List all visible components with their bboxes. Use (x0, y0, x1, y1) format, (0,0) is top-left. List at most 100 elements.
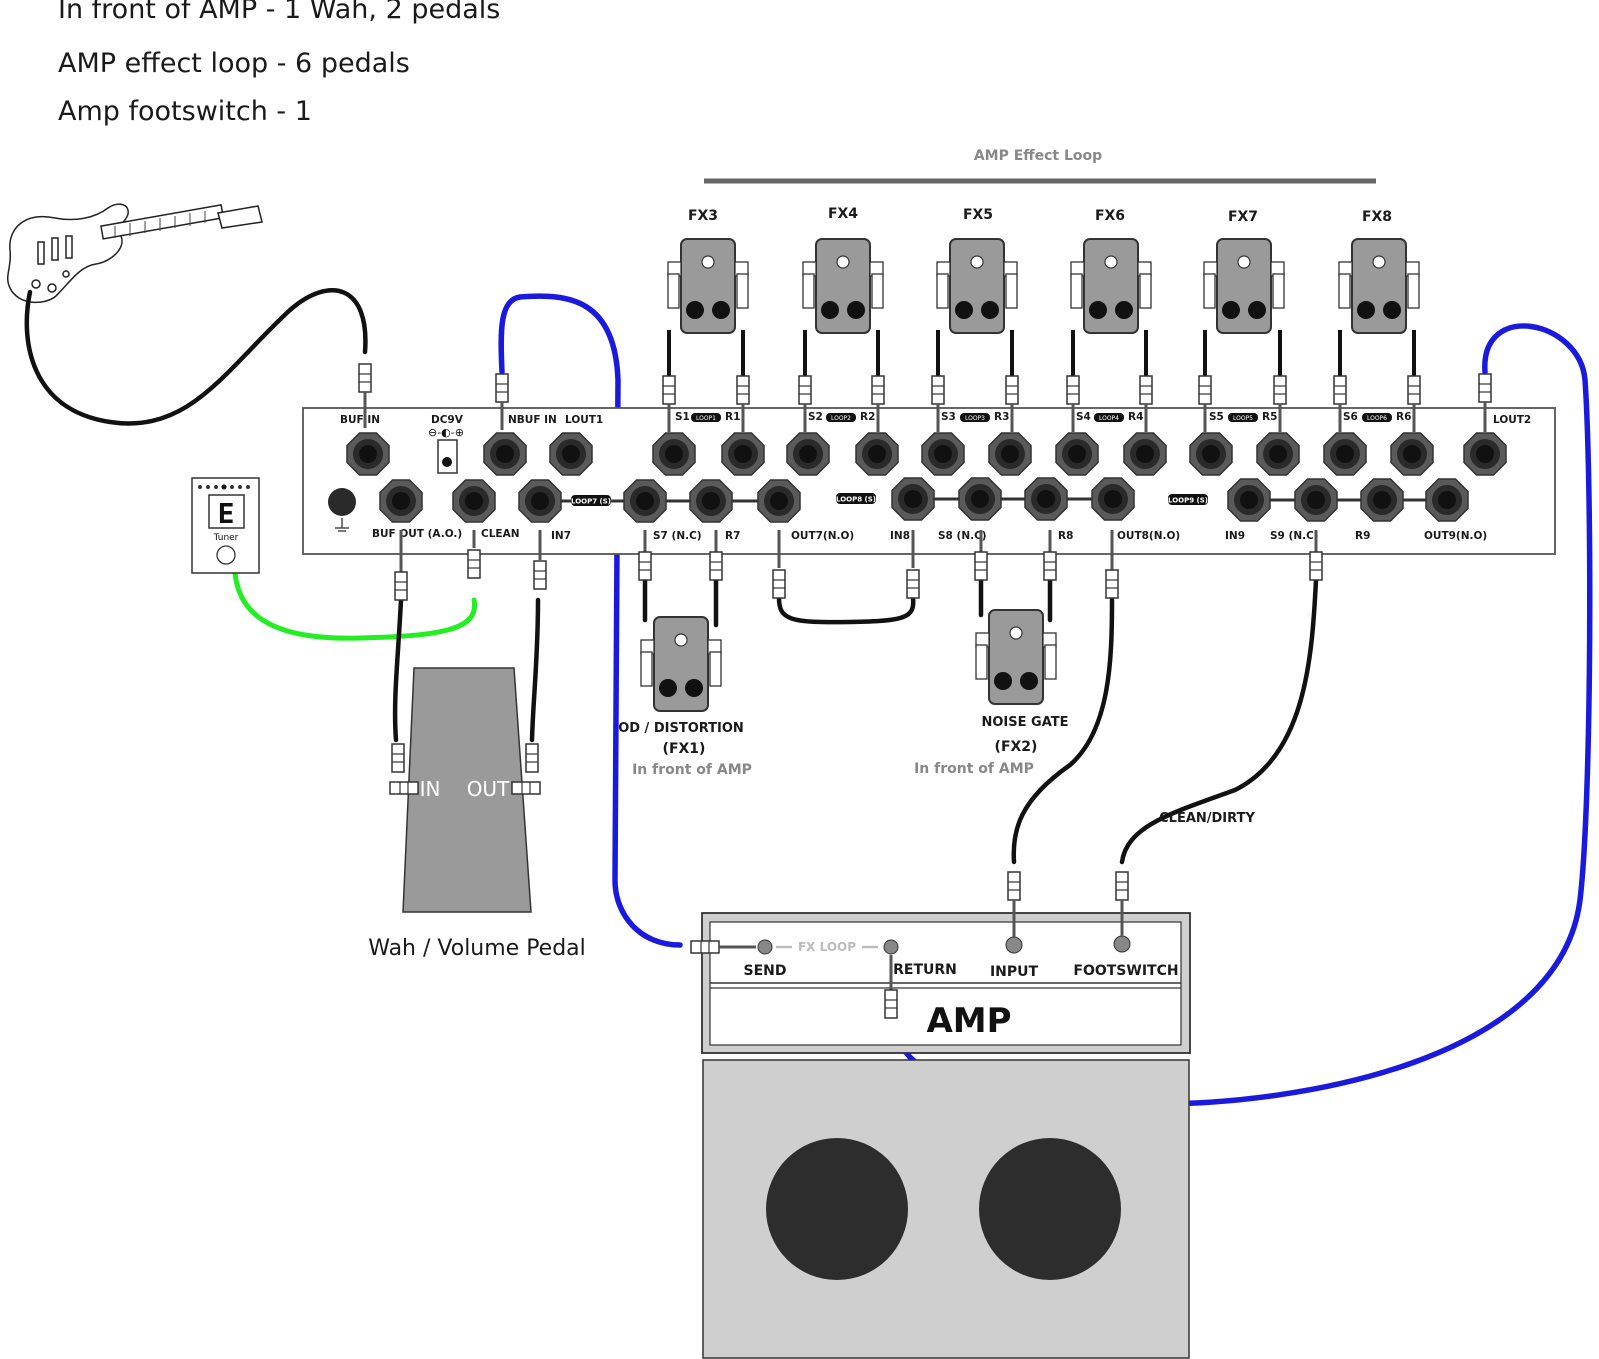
jack-buf-out (379, 479, 423, 523)
tuner: E Tuner (191, 477, 260, 574)
tuner-footswitch (216, 545, 236, 565)
label-s3: S3 (941, 411, 956, 423)
tag-loop7: LOOP7 (S) (571, 498, 611, 506)
tag-loop8: LOOP8 (S) (836, 496, 876, 504)
label-in7: IN7 (551, 530, 571, 542)
jack-lout2 (1463, 432, 1507, 476)
fx1-pedal (640, 616, 722, 712)
amp-return-label: RETURN (893, 962, 957, 978)
label-buf-out: BUF OUT (A.O.) (372, 528, 462, 540)
guitar-icon (7, 203, 263, 304)
label-r8: R8 (1058, 530, 1073, 542)
fx1-name: OD / DISTORTION (618, 721, 744, 736)
fx2-tag: (FX2) (995, 739, 1038, 755)
unit-top-labels: BUF IN DC9V NBUF IN LOUT1 LOUT2 S1 LOOP1… (340, 411, 1531, 426)
jack-s3 (921, 432, 965, 476)
amp-jacks[interactable] (757, 935, 1131, 955)
tag-loop4: LOOP4 (1099, 415, 1119, 422)
amp-title: AMP (926, 1001, 1011, 1041)
jack-r9 (1360, 478, 1404, 522)
input-cable (1011, 597, 1115, 865)
amp-send-jack (757, 939, 773, 955)
jacks-bottom-row[interactable] (379, 477, 1469, 523)
label-clean: CLEAN (481, 528, 519, 540)
wah-in-cable (392, 597, 404, 743)
svg-text:⊖-◐-⊕: ⊖-◐-⊕ (428, 426, 464, 439)
note-front-of-amp: In front of AMP - 1 Wah, 2 pedals (58, 0, 501, 25)
jack-in7 (518, 479, 562, 523)
out7-in8-cable (776, 595, 916, 625)
jack-r6 (1390, 432, 1434, 476)
label-s1: S1 (675, 411, 690, 423)
wah-out-cable (529, 597, 541, 743)
label-s2: S2 (808, 411, 823, 423)
amp-plugs (690, 871, 1129, 1019)
jack-r4 (1123, 432, 1167, 476)
fx2-name: NOISE GATE (981, 715, 1068, 730)
speaker-right-icon (979, 1138, 1121, 1280)
tag-loop3: LOOP3 (965, 415, 985, 422)
loop-title: AMP Effect Loop (974, 148, 1102, 164)
label-nbuf-in: NBUF IN (508, 414, 557, 426)
fx5-pedal (936, 238, 1018, 334)
send-cable (498, 293, 683, 948)
wah-caption: Wah / Volume Pedal (368, 936, 586, 961)
label-dc9v: DC9V (431, 414, 464, 426)
fx3-pedal (667, 238, 749, 334)
speaker-cabinet (702, 1059, 1190, 1359)
jack-s7 (623, 479, 667, 523)
speaker-left-icon (766, 1138, 908, 1280)
fx4-label: FX4 (828, 206, 858, 222)
label-r4: R4 (1128, 411, 1143, 423)
jack-s5 (1189, 432, 1233, 476)
note-effect-loop: AMP effect loop - 6 pedals (58, 48, 410, 79)
fx-loop-label: FX LOOP (798, 940, 856, 954)
note-footswitch: Amp footswitch - 1 (58, 96, 312, 127)
amp-input-jack (1005, 936, 1023, 954)
label-s4: S4 (1076, 411, 1091, 423)
fx-top-cables (667, 330, 1416, 376)
amp-footswitch-jack (1113, 935, 1131, 953)
ground-icon (328, 488, 356, 532)
label-in9: IN9 (1225, 530, 1245, 542)
fx1-note: In front of AMP (632, 762, 752, 778)
tuner-cable (232, 570, 478, 641)
jack-r1 (721, 432, 765, 476)
jack-r8 (1024, 477, 1068, 521)
jack-s6 (1323, 432, 1367, 476)
jack-lout1 (549, 432, 593, 476)
label-s6: S6 (1343, 411, 1358, 423)
fx6-label: FX6 (1095, 208, 1125, 224)
tag-loop2: LOOP2 (831, 415, 851, 422)
label-r7: R7 (725, 530, 740, 542)
label-s7: S7 (N.C) (653, 530, 702, 542)
jack-s1 (652, 432, 696, 476)
tuner-label: Tuner (213, 533, 239, 543)
unit-top-plugs (358, 363, 1492, 432)
label-s8: S8 (N.C) (938, 530, 987, 542)
guitar-cable (24, 288, 368, 426)
fx8-label: FX8 (1362, 209, 1392, 225)
fx-top-labels: FX3 FX4 FX5 FX6 FX7 FX8 (688, 206, 1392, 225)
label-out7: OUT7(N.O) (791, 530, 854, 542)
wah-out-label: OUT (467, 777, 510, 801)
jack-s2 (786, 432, 830, 476)
jack-r2 (855, 432, 899, 476)
fx-top-plugs (662, 375, 1421, 405)
fx8-pedal (1338, 238, 1420, 334)
label-lout2: LOUT2 (1493, 414, 1531, 426)
label-s9: S9 (N.C) (1270, 530, 1319, 542)
label-buf-in: BUF IN (340, 414, 380, 426)
tag-loop9: LOOP9 (S) (1168, 497, 1208, 505)
label-out9: OUT9(N.O) (1424, 530, 1487, 542)
amp-send-label: SEND (744, 963, 787, 979)
label-r6: R6 (1396, 411, 1411, 423)
amp-footswitch-label: FOOTSWITCH (1073, 963, 1178, 979)
amp-head: AMP (701, 912, 1191, 1054)
jack-out9 (1425, 478, 1469, 522)
jack-buf-in (346, 432, 390, 476)
jack-s4 (1055, 432, 1099, 476)
jack-in8 (891, 477, 935, 521)
dc9v-icon: ⊖-◐-⊕ (428, 426, 464, 474)
